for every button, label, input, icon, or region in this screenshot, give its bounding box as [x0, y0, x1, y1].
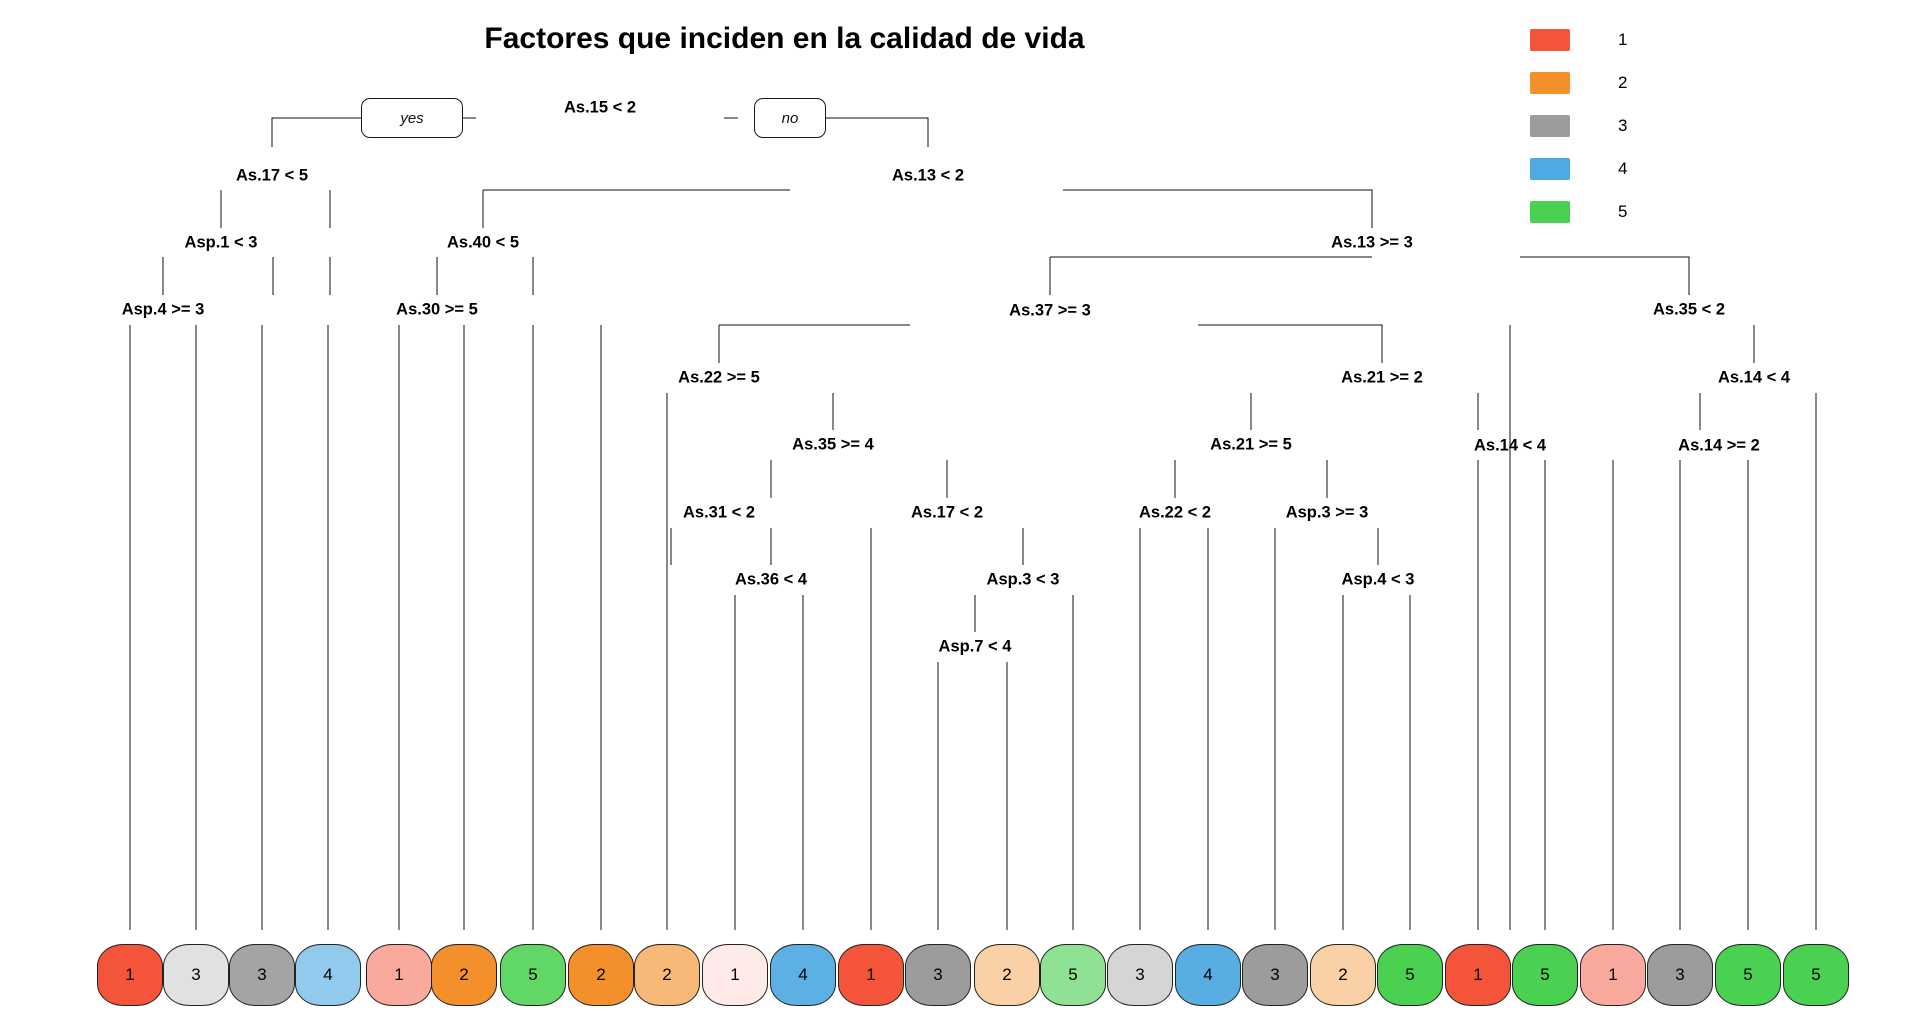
leaf-node-class-label: 1 [866, 965, 876, 984]
leaf-node-class-label: 3 [1270, 965, 1280, 984]
leaf-node-class-label: 1 [394, 965, 404, 984]
legend-item[interactable]: 4 [1530, 147, 1790, 190]
leaf-node[interactable]: 3 [229, 944, 295, 1006]
leaf-node[interactable]: 1 [366, 944, 432, 1006]
leaf-node[interactable]: 1 [97, 944, 163, 1006]
leaf-node-class-label: 3 [933, 965, 943, 984]
leaf-node[interactable]: 3 [1242, 944, 1308, 1006]
leaf-node-class-label: 2 [1338, 965, 1348, 984]
leaf-node[interactable]: 1 [1445, 944, 1511, 1006]
leaf-node[interactable]: 5 [1377, 944, 1443, 1006]
leaf-node[interactable]: 2 [431, 944, 497, 1006]
leaf-node-class-label: 3 [1135, 965, 1145, 984]
leaf-node-class-label: 3 [257, 965, 267, 984]
legend-swatch-icon [1530, 28, 1570, 51]
leaf-node[interactable]: 2 [1310, 944, 1376, 1006]
leaf-node[interactable]: 4 [295, 944, 361, 1006]
leaf-node-class-label: 5 [1068, 965, 1078, 984]
leaf-node[interactable]: 4 [1175, 944, 1241, 1006]
edge-s9-to-s12 [1198, 324, 1383, 363]
leaf-node-class-label: 5 [1405, 965, 1415, 984]
legend: 1 2 3 4 5 [1530, 18, 1790, 233]
leaf-node-class-label: 5 [528, 965, 538, 984]
leaf-node-class-label: 3 [191, 965, 201, 984]
legend-item[interactable]: 1 [1530, 18, 1790, 61]
leaf-node[interactable]: 3 [1647, 944, 1713, 1006]
leaf-node[interactable]: 5 [500, 944, 566, 1006]
leaf-node[interactable]: 2 [568, 944, 634, 1006]
legend-swatch-icon [1530, 200, 1570, 223]
leaf-node-class-label: 1 [125, 965, 135, 984]
leaf-node[interactable]: 2 [974, 944, 1040, 1006]
leaf-node-class-label: 4 [1203, 965, 1213, 984]
leaf-node-class-label: 2 [1002, 965, 1012, 984]
legend-item[interactable]: 5 [1530, 190, 1790, 233]
legend-swatch-icon [1530, 71, 1570, 94]
leaf-node-class-label: 2 [662, 965, 672, 984]
legend-item-label: 4 [1618, 158, 1628, 178]
leaf-node[interactable]: 4 [770, 944, 836, 1006]
yes-box-label: yes [400, 109, 424, 127]
legend-item-label: 1 [1618, 29, 1628, 49]
leaf-node-class-label: 5 [1540, 965, 1550, 984]
leaf-node-class-label: 1 [730, 965, 740, 984]
leaf-node[interactable]: 5 [1512, 944, 1578, 1006]
leaf-node[interactable]: 5 [1715, 944, 1781, 1006]
leaf-node-class-label: 5 [1743, 965, 1753, 984]
leaf-node-class-label: 2 [596, 965, 606, 984]
leaf-node[interactable]: 1 [1580, 944, 1646, 1006]
legend-item[interactable]: 3 [1530, 104, 1790, 147]
leaf-node[interactable]: 1 [838, 944, 904, 1006]
leaf-node[interactable]: 5 [1783, 944, 1849, 1006]
no-box[interactable]: no [754, 98, 826, 138]
edge-s3-to-s6 [1063, 189, 1373, 228]
leaf-node-class-label: 1 [1608, 965, 1618, 984]
leaf-node-class-label: 2 [459, 965, 469, 984]
edge-root-yes [271, 117, 363, 147]
legend-swatch-icon [1530, 157, 1570, 180]
leaf-node[interactable]: 3 [163, 944, 229, 1006]
leaf-node[interactable]: 1 [702, 944, 768, 1006]
yes-box[interactable]: yes [361, 98, 463, 138]
legend-item-label: 3 [1618, 115, 1628, 135]
leaf-node[interactable]: 3 [905, 944, 971, 1006]
leaf-node[interactable]: 2 [634, 944, 700, 1006]
edge-root-no [820, 117, 929, 147]
edge-s6-to-s10 [1520, 256, 1690, 295]
legend-item[interactable]: 2 [1530, 61, 1790, 104]
legend-item-label: 2 [1618, 72, 1628, 92]
leaf-node-class-label: 3 [1675, 965, 1685, 984]
leaf-node[interactable]: 5 [1040, 944, 1106, 1006]
legend-item-label: 5 [1618, 201, 1628, 221]
leaf-node-class-label: 4 [323, 965, 333, 984]
leaf-node-class-label: 5 [1811, 965, 1821, 984]
legend-swatch-icon [1530, 114, 1570, 137]
leaf-node-class-label: 1 [1473, 965, 1483, 984]
no-box-label: no [781, 109, 799, 127]
leaf-node-class-label: 4 [798, 965, 808, 984]
leaf-node[interactable]: 3 [1107, 944, 1173, 1006]
